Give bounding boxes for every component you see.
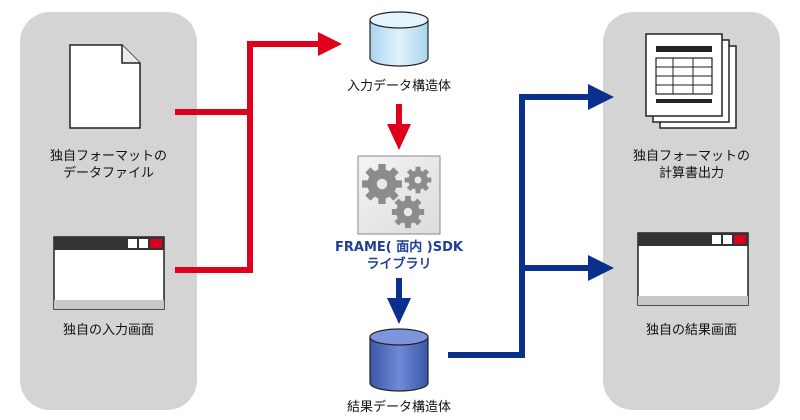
- result-screen-label: 独自の結果画面: [645, 323, 737, 338]
- blue-arrowhead-down: [387, 298, 411, 324]
- sdk-label-line2: ライブラリ: [366, 257, 432, 272]
- blue-arrowhead-screen: [588, 255, 614, 281]
- report-stack-icon: [645, 33, 737, 129]
- gears-icon: [357, 155, 441, 235]
- result-db-label: 結果データ構造体: [346, 400, 451, 415]
- red-arrowhead-down: [387, 124, 411, 150]
- input-screen-label: 独自の入力画面: [62, 323, 154, 338]
- left-panel: [20, 12, 197, 410]
- file-label-line2: データファイル: [62, 166, 154, 181]
- input-db-label: 入力データ構造体: [346, 79, 451, 94]
- file-to-input-arrow: [175, 41, 320, 115]
- sdk-label-line1: FRAME( 面内 )SDK: [335, 240, 463, 255]
- window-icon: [53, 236, 165, 310]
- screen-to-input-arrow: [175, 112, 253, 273]
- database-icon: [369, 11, 429, 67]
- report-label-line2: 計算書出力: [658, 166, 724, 181]
- report-label-line1: 独自フォーマットの: [632, 149, 750, 164]
- red-arrows: [175, 41, 402, 273]
- window-icon: [637, 232, 749, 306]
- result-to-report-arrow: [448, 94, 590, 358]
- blue-arrowhead-report: [588, 84, 614, 110]
- file-label: 独自フォーマットの データファイル: [20, 148, 197, 182]
- file-label-line1: 独自フォーマットの: [49, 149, 167, 164]
- report-label: 独自フォーマットの 計算書出力: [603, 148, 780, 182]
- blue-arrows: [396, 94, 590, 358]
- sdk-label: FRAME( 面内 )SDK ライブラリ: [310, 239, 488, 273]
- red-arrowhead-right: [318, 32, 342, 56]
- database-icon: [369, 328, 429, 392]
- document-icon: [69, 44, 141, 129]
